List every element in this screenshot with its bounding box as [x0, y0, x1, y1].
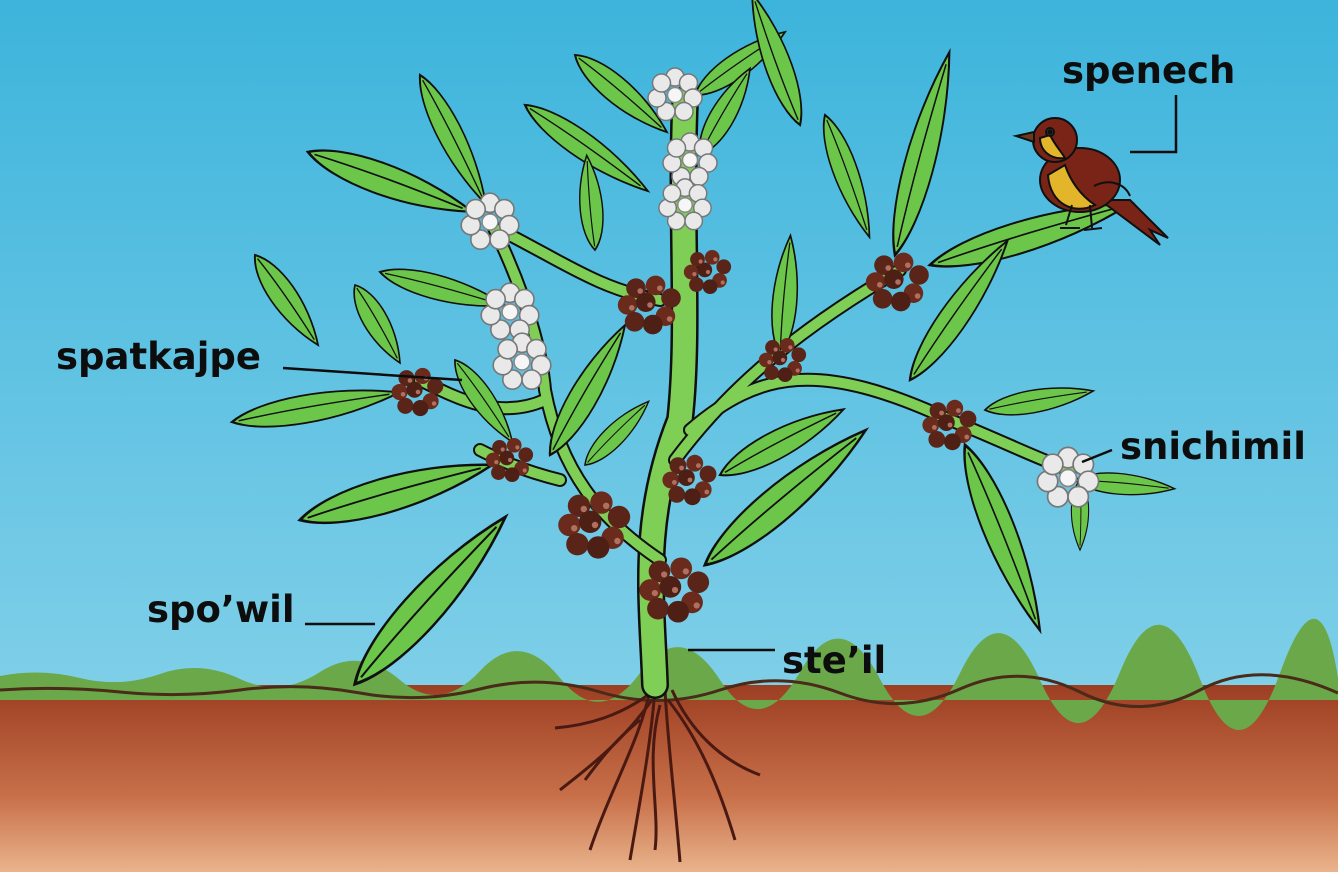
label-spowil: spo’wil — [147, 591, 295, 628]
soil — [0, 685, 1338, 872]
label-spatkajpe: spatkajpe — [56, 338, 261, 375]
label-snichimil: snichimil — [1120, 428, 1306, 465]
label-spenech: spenech — [1062, 52, 1235, 89]
label-steil: ste’il — [782, 642, 886, 679]
